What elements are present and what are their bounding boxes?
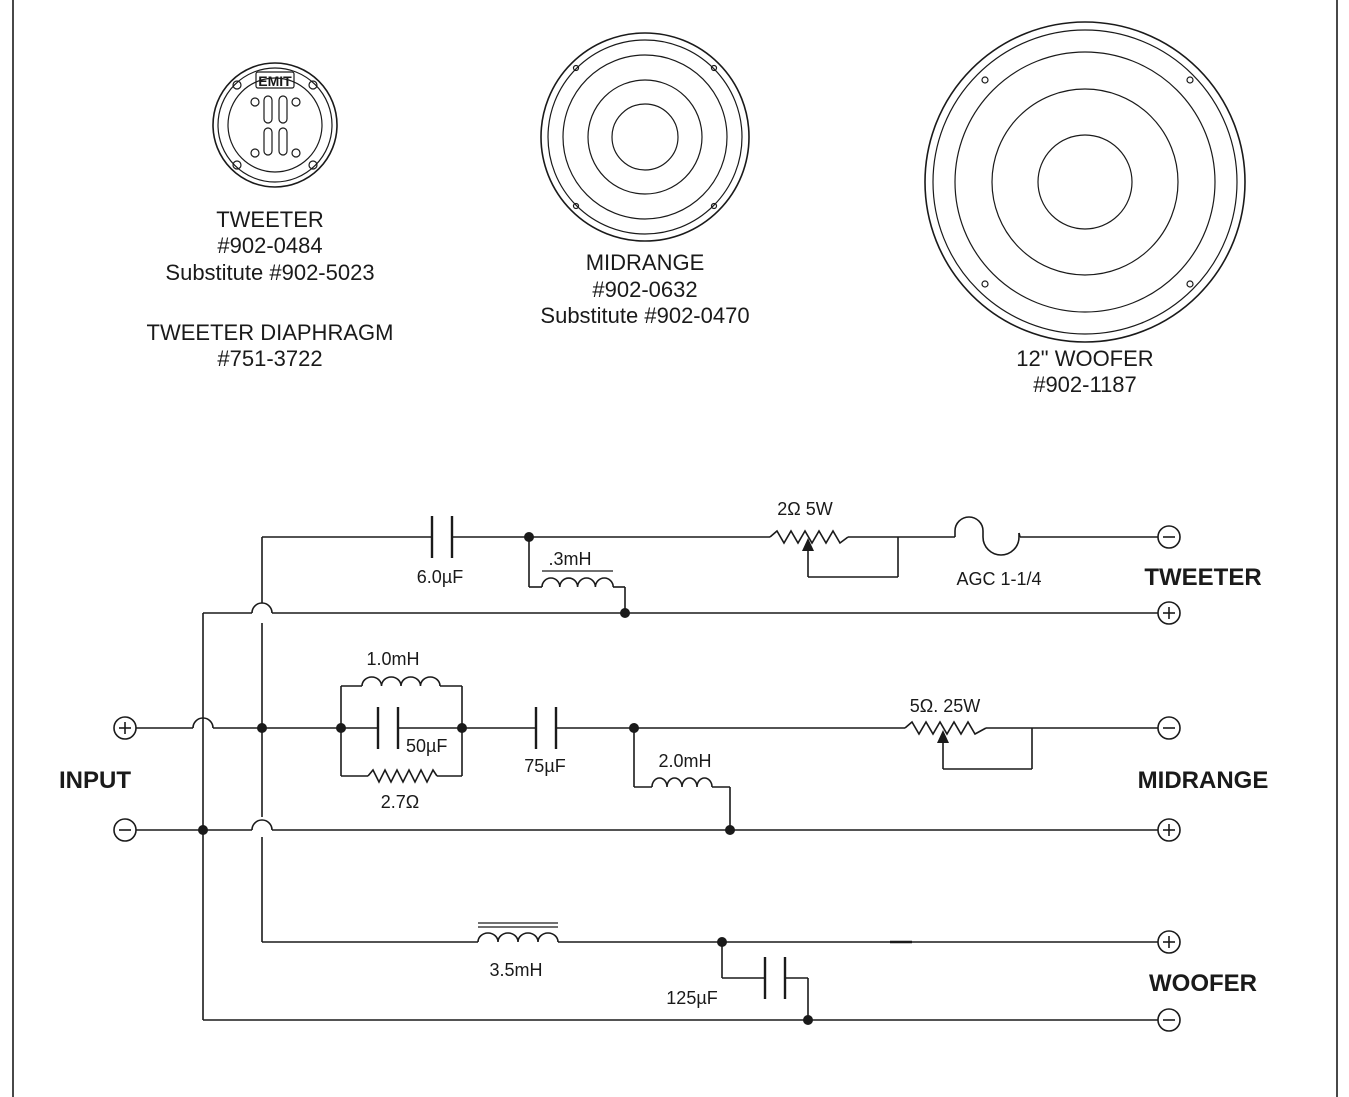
woofer-minus-terminal — [1157, 1008, 1181, 1032]
woofer-drawing — [924, 21, 1246, 343]
woofer-name: 12" WOOFER — [1016, 346, 1153, 371]
input-plus-terminal — [113, 716, 137, 740]
woofer-capacitor — [763, 957, 787, 999]
midrange-output-label: MIDRANGE — [1138, 767, 1269, 794]
tweeter-output-label: TWEETER — [1144, 564, 1261, 591]
mid-pot-label: 5Ω. 25W — [910, 696, 980, 716]
tweeter-logo: EMIT — [258, 73, 292, 89]
midrange-plus-terminal — [1157, 818, 1181, 842]
mid-parallel-capacitor — [376, 707, 400, 749]
midrange-drawing — [540, 32, 750, 242]
midrange-minus-terminal — [1157, 716, 1181, 740]
tweeter-potentiometer — [769, 529, 849, 551]
woofer-output-label: WOOFER — [1149, 970, 1257, 997]
tweeter-part: #902-0484 — [217, 233, 322, 258]
mid-parallel-inductor — [361, 676, 441, 687]
mid-shunt-coil-label: 2.0mH — [658, 751, 711, 771]
tweeter-substitute: Substitute #902-5023 — [165, 260, 374, 285]
tweeter-cap-label: 6.0µF — [417, 567, 463, 587]
tweeter-drawing: EMIT — [212, 62, 338, 188]
mid-potentiometer — [904, 720, 987, 743]
mid-series-capacitor — [534, 707, 558, 749]
woofer-part: #902-1187 — [1033, 372, 1137, 397]
mid-series-cap-label: 75µF — [524, 756, 565, 776]
mid-resistor — [367, 768, 438, 784]
input-minus-terminal — [113, 818, 137, 842]
midrange-name: MIDRANGE — [586, 250, 705, 275]
mid-resistor-label: 2.7Ω — [381, 792, 419, 812]
tweeter-minus-terminal — [1157, 525, 1181, 549]
tweeter-plus-terminal — [1157, 601, 1181, 625]
mid-parallel-coil-label: 1.0mH — [366, 649, 419, 669]
tweeter-capacitor — [430, 516, 454, 558]
woofer-cap-label: 125µF — [666, 988, 717, 1008]
woofer-coil-label: 3.5mH — [489, 960, 542, 980]
tweeter-fuse — [954, 516, 1021, 556]
mid-parallel-cap-label: 50µF — [406, 736, 447, 756]
input-label: INPUT — [59, 767, 131, 794]
mid-shunt-inductor — [651, 777, 713, 788]
midrange-part: #902-0632 — [592, 277, 697, 302]
diaphragm-name: TWEETER DIAPHRAGM — [147, 320, 394, 345]
junction-dots — [198, 532, 813, 1025]
woofer-plus-terminal — [1157, 930, 1181, 954]
tweeter-name: TWEETER — [216, 207, 324, 232]
schematic-wires — [136, 536, 1158, 1021]
tweeter-fuse-label: AGC 1-1/4 — [956, 569, 1041, 589]
tweeter-inductor — [541, 570, 614, 588]
tweeter-coil-label: .3mH — [548, 549, 591, 569]
diaphragm-part: #751-3722 — [217, 346, 322, 371]
woofer-inductor — [477, 922, 559, 943]
tweeter-pot-label: 2Ω 5W — [777, 499, 832, 519]
midrange-substitute: Substitute #902-0470 — [540, 303, 749, 328]
